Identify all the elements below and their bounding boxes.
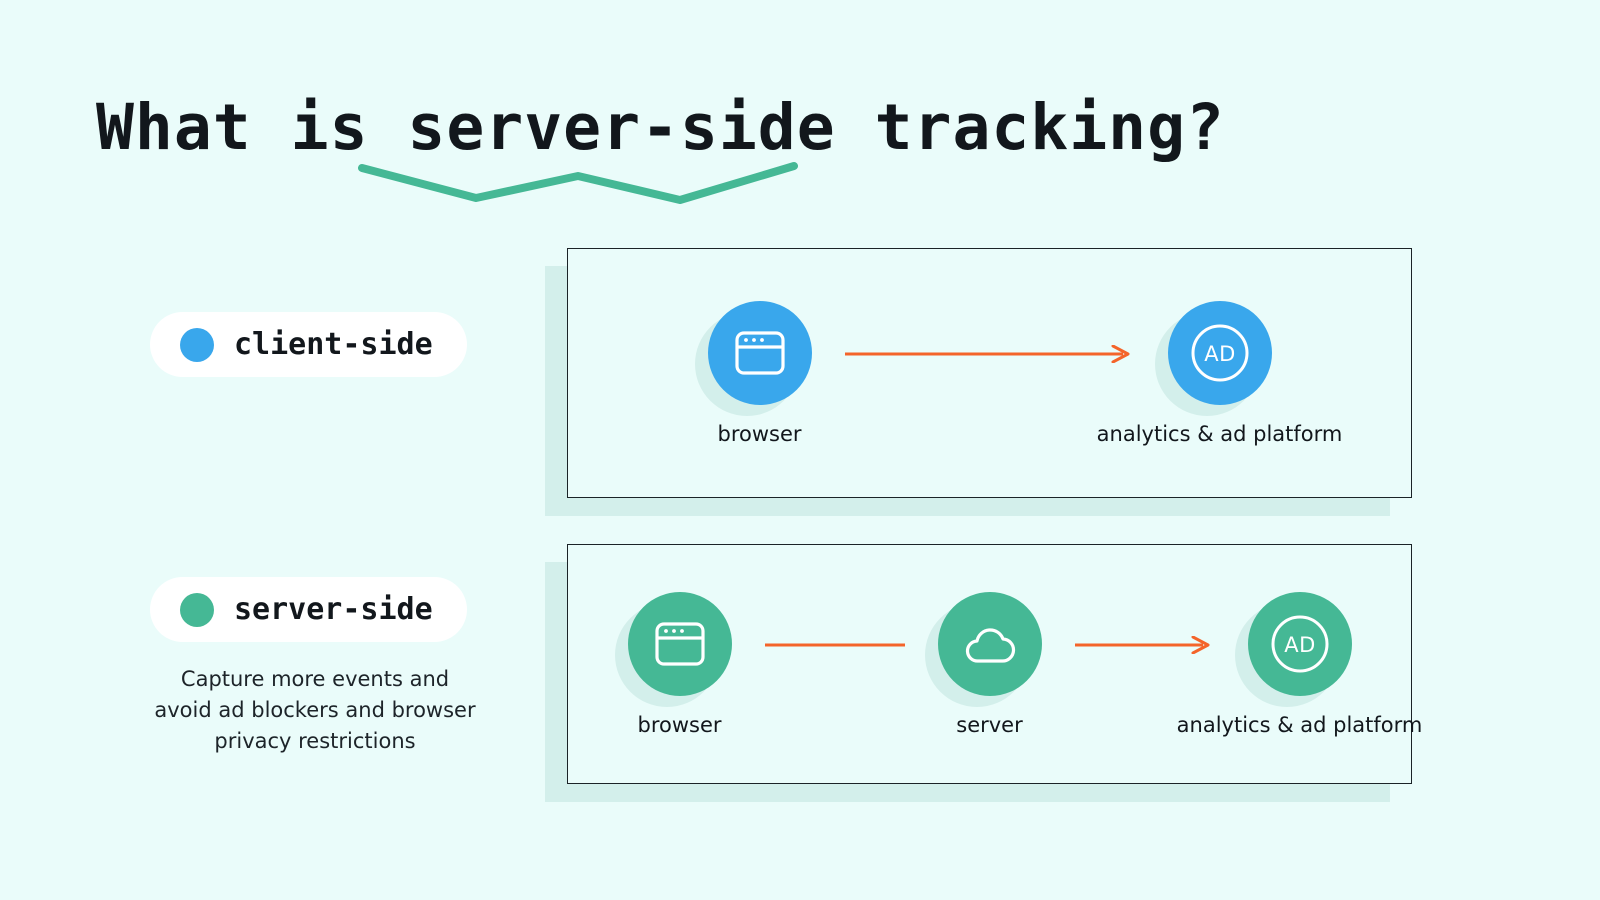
legend-pill-client-side[interactable]: client-side (150, 312, 467, 377)
ad-badge-label: AD (1284, 633, 1316, 657)
node-circle: AD (1167, 300, 1272, 405)
browser-window-icon (654, 621, 705, 666)
node-circle: AD (1247, 591, 1352, 696)
server-side-dot-icon (180, 592, 214, 627)
node-circle-box: AD (1234, 591, 1352, 707)
node-browser: browser (595, 591, 765, 737)
node-caption: server (956, 712, 1023, 737)
node-server: server (905, 591, 1075, 737)
ad-badge-label: AD (1204, 342, 1236, 366)
legend-pill-server-side[interactable]: server-side (150, 577, 467, 642)
client-side-dot-icon (180, 327, 214, 362)
title-underline-squiggle (358, 162, 798, 204)
node-circle-box: AD (1154, 300, 1272, 416)
connector-server-to-analytics (1074, 593, 1215, 697)
node-circle-box (614, 591, 732, 707)
node-caption: browser (637, 712, 722, 737)
client-side-diagram-card: browser AD analy (545, 248, 1412, 516)
node-analytics-ad-platform: AD analytics & ad platform (1177, 591, 1422, 737)
legend-client-side: client-side (150, 312, 510, 377)
browser-window-icon (734, 330, 785, 375)
node-caption: analytics & ad platform (1096, 421, 1343, 446)
page-title: What is server-side tracking? (96, 91, 1225, 164)
node-circle (627, 591, 732, 696)
node-circle-box (924, 591, 1042, 707)
legend-server-side: server-side Capture more events and avoi… (150, 577, 510, 757)
connector-browser-to-analytics (844, 302, 1135, 406)
server-side-diagram-card: browser server (545, 544, 1422, 802)
node-browser: browser (675, 300, 845, 446)
node-caption: browser (717, 421, 802, 446)
card-surface: browser server (567, 544, 1422, 784)
title-block: What is server-side tracking? (96, 91, 1225, 206)
legend-description-server-side: Capture more events and avoid ad blocker… (154, 667, 476, 753)
node-caption: analytics & ad platform (1176, 712, 1423, 737)
card-surface: browser AD analy (567, 248, 1412, 498)
node-analytics-ad-platform: AD analytics & ad platform (1097, 300, 1342, 446)
ad-badge-icon: AD (1271, 615, 1328, 672)
node-circle-box (694, 300, 812, 416)
node-circle (937, 591, 1042, 696)
connector-browser-to-server (764, 593, 905, 697)
server-side-flow: browser server (568, 545, 1422, 783)
client-side-flow: browser AD analy (568, 249, 1411, 497)
cloud-server-icon (965, 627, 1015, 663)
legend-label-client-side: client-side (234, 327, 433, 362)
legend-label-server-side: server-side (234, 592, 433, 627)
ad-badge-icon: AD (1191, 324, 1248, 381)
node-circle (707, 300, 812, 405)
